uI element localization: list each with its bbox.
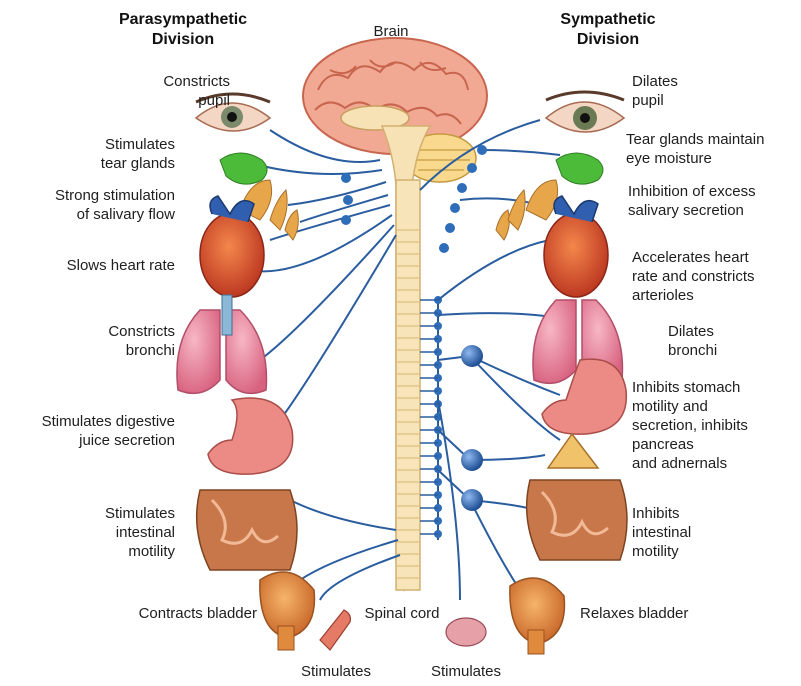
parasympathetic-heading: Parasympathetic Division [98,10,268,50]
symp-heart-line-3: arterioles [632,286,755,305]
left-genital-organ [320,610,350,650]
symp-stomach-line-3: secretion, inhibits [632,416,748,435]
right-tear-gland [556,153,603,184]
para-intestine-line-2: intestinal [105,523,175,542]
symp-pupil-line-1: Dilates [632,72,678,91]
symp-intestine-line-1: Inhibits [632,504,691,523]
sympathetic-subtitle: Division [548,30,668,50]
symp-stomach-line-2: motility and [632,397,748,416]
parasympathetic-subtitle: Division [98,30,268,50]
para-tear-line-1: Stimulates [101,135,175,154]
symp-pupil-line-2: pupil [632,91,678,110]
right-salivary-glands [496,180,558,240]
symp-intestine-line-2: intestinal [632,523,691,542]
para-intestine-line-3: motility [105,542,175,561]
symp-saliva-line-1: Inhibition of excess [628,182,756,201]
left-tear-gland [220,153,267,184]
symp-intestine-line-3: motility [632,542,691,561]
symp-heart-line-2: rate and constricts [632,267,755,286]
para-intestine-line-1: Stimulates [105,504,175,523]
symp-heart-label: Accelerates heart rate and constricts ar… [632,248,755,305]
para-intestine-label: Stimulates intestinal motility [105,504,175,561]
sympathetic-chain [420,296,442,540]
para-pupil-label: Constricts pupil [163,72,230,110]
symp-saliva-label: Inhibition of excess salivary secretion [628,182,756,220]
right-eye [546,92,624,132]
para-digestive-line-2: juice secretion [42,431,175,450]
right-genital-organ [446,618,486,646]
para-digestive-label: Stimulates digestive juice secretion [42,412,175,450]
symp-stomach-line-5: and adnernals [632,454,748,473]
brain-label: Brain [356,22,426,41]
para-heart-line-1: Slows heart rate [67,256,175,275]
para-saliva-line-1: Strong stimulation [55,186,175,205]
left-stomach [208,398,293,474]
para-bronchi-line-2: bronchi [108,341,175,360]
para-heart-label: Slows heart rate [67,256,175,275]
symp-stomach-line-4: pancreas [632,435,748,454]
left-lungs [177,295,267,393]
para-tear-label: Stimulates tear glands [101,135,175,173]
para-bronchi-label: Constricts bronchi [108,322,175,360]
symp-stomach-line-1: Inhibits stomach [632,378,748,397]
parasympathetic-title: Parasympathetic [98,10,268,30]
symp-stomach-label: Inhibits stomach motility and secretion,… [632,378,748,473]
para-bladder-label: Contracts bladder [139,604,257,623]
symp-intestine-label: Inhibits intestinal motility [632,504,691,561]
para-tear-line-2: tear glands [101,154,175,173]
sympathetic-title: Sympathetic [548,10,668,30]
right-heart [544,196,608,297]
para-saliva-line-2: of salivary flow [55,205,175,224]
right-intestines [527,480,627,560]
spinal-cord-label: Spinal cord [352,604,452,623]
right-pancreas-adrenals [548,434,598,468]
symp-bronchi-line-2: bronchi [668,341,717,360]
symp-bronchi-line-1: Dilates [668,322,717,341]
symp-bladder-label: Relaxes bladder [580,604,688,623]
symp-tear-label: Tear glands maintain eye moisture [626,130,764,168]
para-genital-label: Stimulates [286,662,386,681]
right-bladder [510,578,565,654]
sympathetic-heading: Sympathetic Division [548,10,668,50]
para-saliva-label: Strong stimulation of salivary flow [55,186,175,224]
para-pupil-line-1: Constricts [163,72,230,91]
symp-tear-line-1: Tear glands maintain [626,130,764,149]
symp-saliva-line-2: salivary secretion [628,201,756,220]
symp-heart-line-1: Accelerates heart [632,248,755,267]
para-bronchi-line-1: Constricts [108,322,175,341]
symp-genital-label: Stimulates [416,662,516,681]
symp-tear-line-2: eye moisture [626,149,764,168]
symp-pupil-label: Dilates pupil [632,72,678,110]
symp-bronchi-label: Dilates bronchi [668,322,717,360]
left-bladder [260,572,315,650]
para-digestive-line-1: Stimulates digestive [42,412,175,431]
left-intestines [197,490,297,570]
para-pupil-line-2: pupil [163,91,230,110]
